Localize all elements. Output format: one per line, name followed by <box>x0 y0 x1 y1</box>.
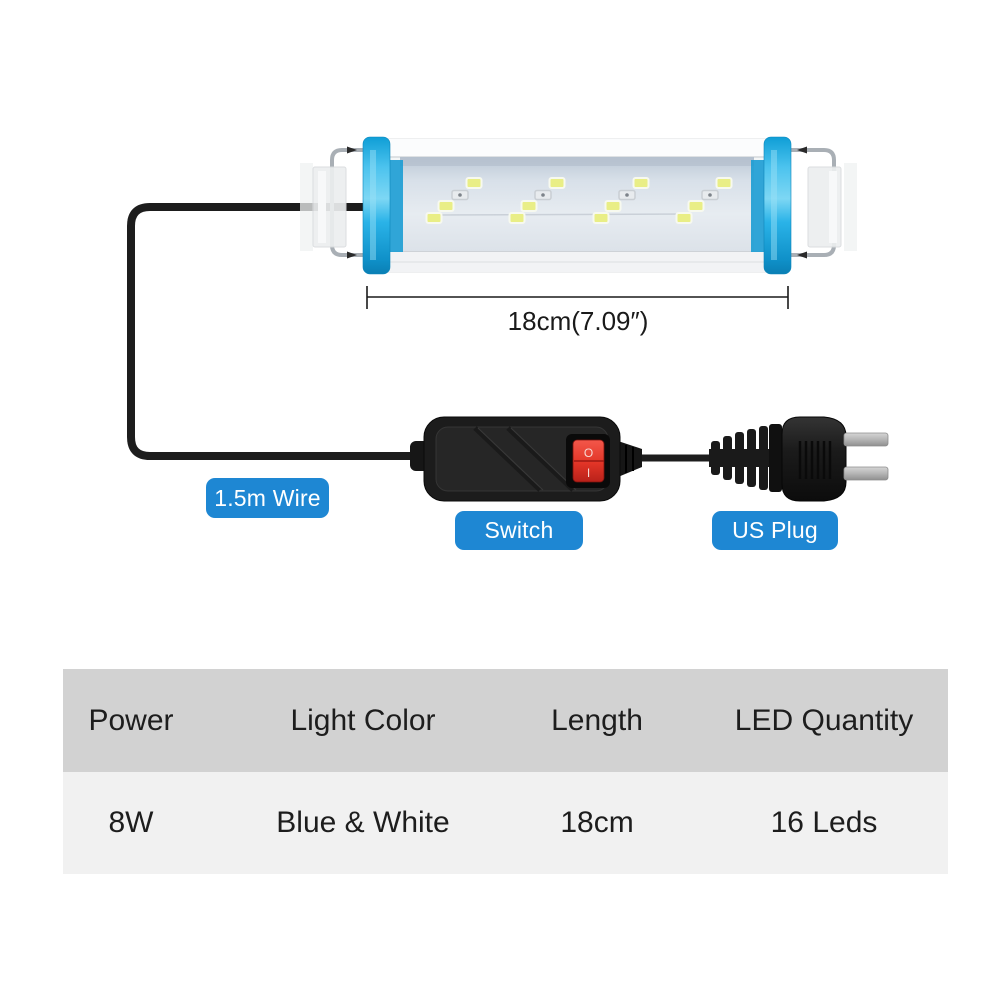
us-plug-body <box>781 416 847 502</box>
flange-right <box>807 163 857 251</box>
led-chip-lit <box>675 212 693 224</box>
cap-strip-left <box>388 160 403 252</box>
led-chip-lit <box>548 177 566 189</box>
callout-us-plug: US Plug <box>712 511 838 550</box>
spec-table: Power Light Color Length LED Quantity 8W… <box>63 669 948 874</box>
led-chip-lit <box>687 200 705 212</box>
led-chip-lit <box>592 212 610 224</box>
spec-value-led-quantity: 16 Leds <box>770 806 878 839</box>
led-chip-lit <box>425 212 443 224</box>
bracket-arrow-icon <box>347 251 357 259</box>
spec-table-header-row: Power Light Color Length LED Quantity <box>63 669 948 772</box>
callout-switch: Switch <box>455 511 583 550</box>
bracket-arrow-icon <box>347 146 357 154</box>
us-plug <box>709 416 889 502</box>
spec-header-length: Length <box>551 703 643 737</box>
led-chip-lit <box>715 177 733 189</box>
plug-grip-grooves <box>798 441 832 479</box>
end-cap-left <box>362 136 391 275</box>
rocker-on-mark: I <box>587 466 590 480</box>
spec-header-light-color: Light Color <box>290 703 436 737</box>
bracket-arrow-icon <box>797 251 807 259</box>
end-cap-right <box>763 136 792 275</box>
led-chip-dot <box>625 193 629 197</box>
led-chip-dot <box>708 193 712 197</box>
plug-prong-bottom <box>843 466 889 481</box>
led-chip-dot <box>458 193 462 197</box>
spec-value-length: 18cm <box>560 806 634 839</box>
led-chip-lit <box>520 200 538 212</box>
led-chip-lit <box>465 177 483 189</box>
led-chip-lit <box>437 200 455 212</box>
spec-header-power: Power <box>88 703 174 737</box>
led-chip-lit <box>604 200 622 212</box>
dimension-label: 18cm(7.09″) <box>507 306 649 336</box>
bracket-arrow-icon <box>797 146 807 154</box>
spec-header-led-quantity: LED Quantity <box>734 703 914 737</box>
plug-prong-top <box>843 432 889 447</box>
spec-table-value-row: 8W Blue & White 18cm 16 Leds <box>63 772 948 874</box>
led-chip-lit <box>632 177 650 189</box>
led-chip-lit <box>508 212 526 224</box>
aquarium-led-light <box>362 136 792 275</box>
spec-value-power: 8W <box>108 806 154 839</box>
rocker-off-mark: O <box>584 446 593 460</box>
tube-top-rim <box>366 139 789 157</box>
power-wire <box>127 203 424 460</box>
dimension-line <box>366 286 789 309</box>
flange-left <box>300 163 347 251</box>
led-array <box>425 177 733 224</box>
callout-wire-length: 1.5m Wire <box>206 478 329 518</box>
led-chip-dot <box>541 193 545 197</box>
cap-strip-right <box>751 160 766 252</box>
spec-value-light-color: Blue & White <box>276 806 450 839</box>
inline-switch: O I <box>410 416 642 502</box>
